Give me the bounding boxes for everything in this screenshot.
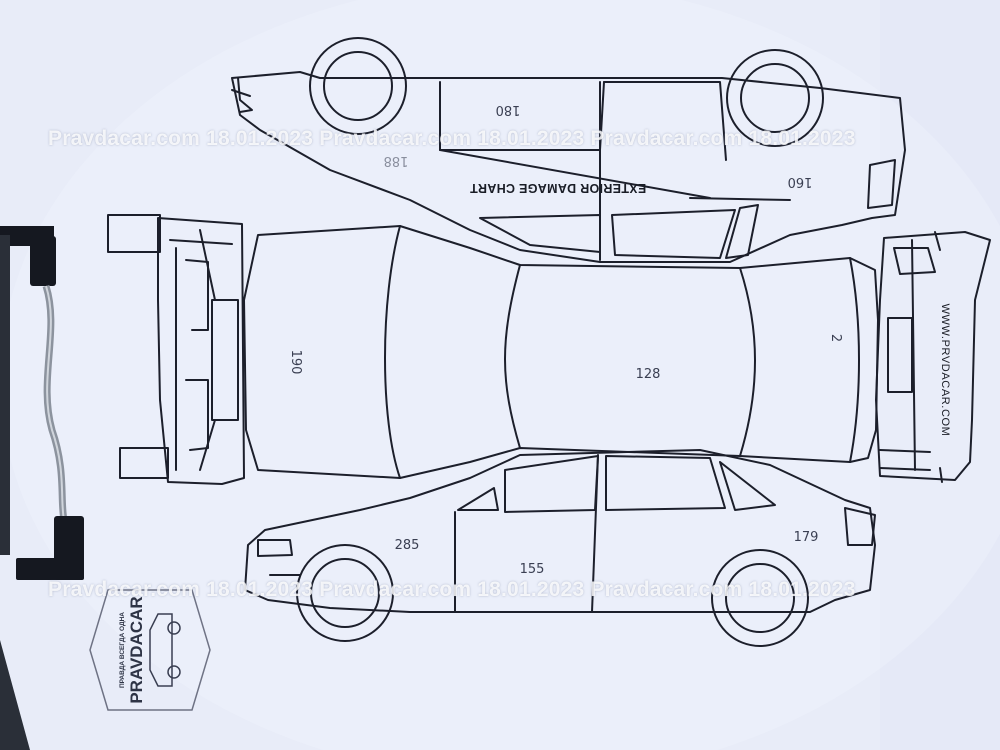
- mark-trunk: 2: [828, 334, 843, 342]
- pravdacar-stamp-logo: PRAVDACAR ПРАВДА ВСЕГДА ОДНА: [89, 589, 211, 711]
- car-side-view-lower: [244, 449, 876, 647]
- svg-text:PRAVDACAR: PRAVDACAR: [127, 596, 146, 703]
- car-side-view-upper: [231, 37, 906, 263]
- car-rear-view: [875, 231, 991, 483]
- watermark-text: Pravdacar.com 18.01.2023 Pravdacar.com 1…: [48, 127, 856, 150]
- mark-top-left-mirror: 188: [384, 153, 409, 168]
- mark-top-right: 160: [788, 174, 813, 189]
- watermark-text: Pravdacar.com 18.01.2023 Pravdacar.com 1…: [48, 578, 856, 601]
- mark-front-fender: 285: [395, 538, 420, 553]
- mark-roof: 128: [636, 367, 661, 382]
- svg-text:ПРАВДА ВСЕГДА ОДНА: ПРАВДА ВСЕГДА ОДНА: [119, 612, 126, 688]
- mark-top-left: 180: [496, 102, 521, 117]
- watermark-top: Pravdacar.com 18.01.2023 Pravdacar.com 1…: [48, 127, 988, 151]
- mark-hood: 190: [288, 350, 303, 375]
- mark-front-door: 155: [520, 562, 545, 577]
- clipboard-clip: [0, 226, 84, 580]
- watermark-bottom: Pravdacar.com 18.01.2023 Pravdacar.com 1…: [48, 578, 988, 602]
- car-front-view: [107, 214, 245, 485]
- car-top-view: [243, 225, 879, 479]
- chart-title: EXTERIOR DAMAGE CHART: [470, 181, 647, 195]
- mark-rear-quarter: 179: [794, 530, 819, 545]
- side-url: WWW.PRVDACAR.COM: [939, 304, 951, 437]
